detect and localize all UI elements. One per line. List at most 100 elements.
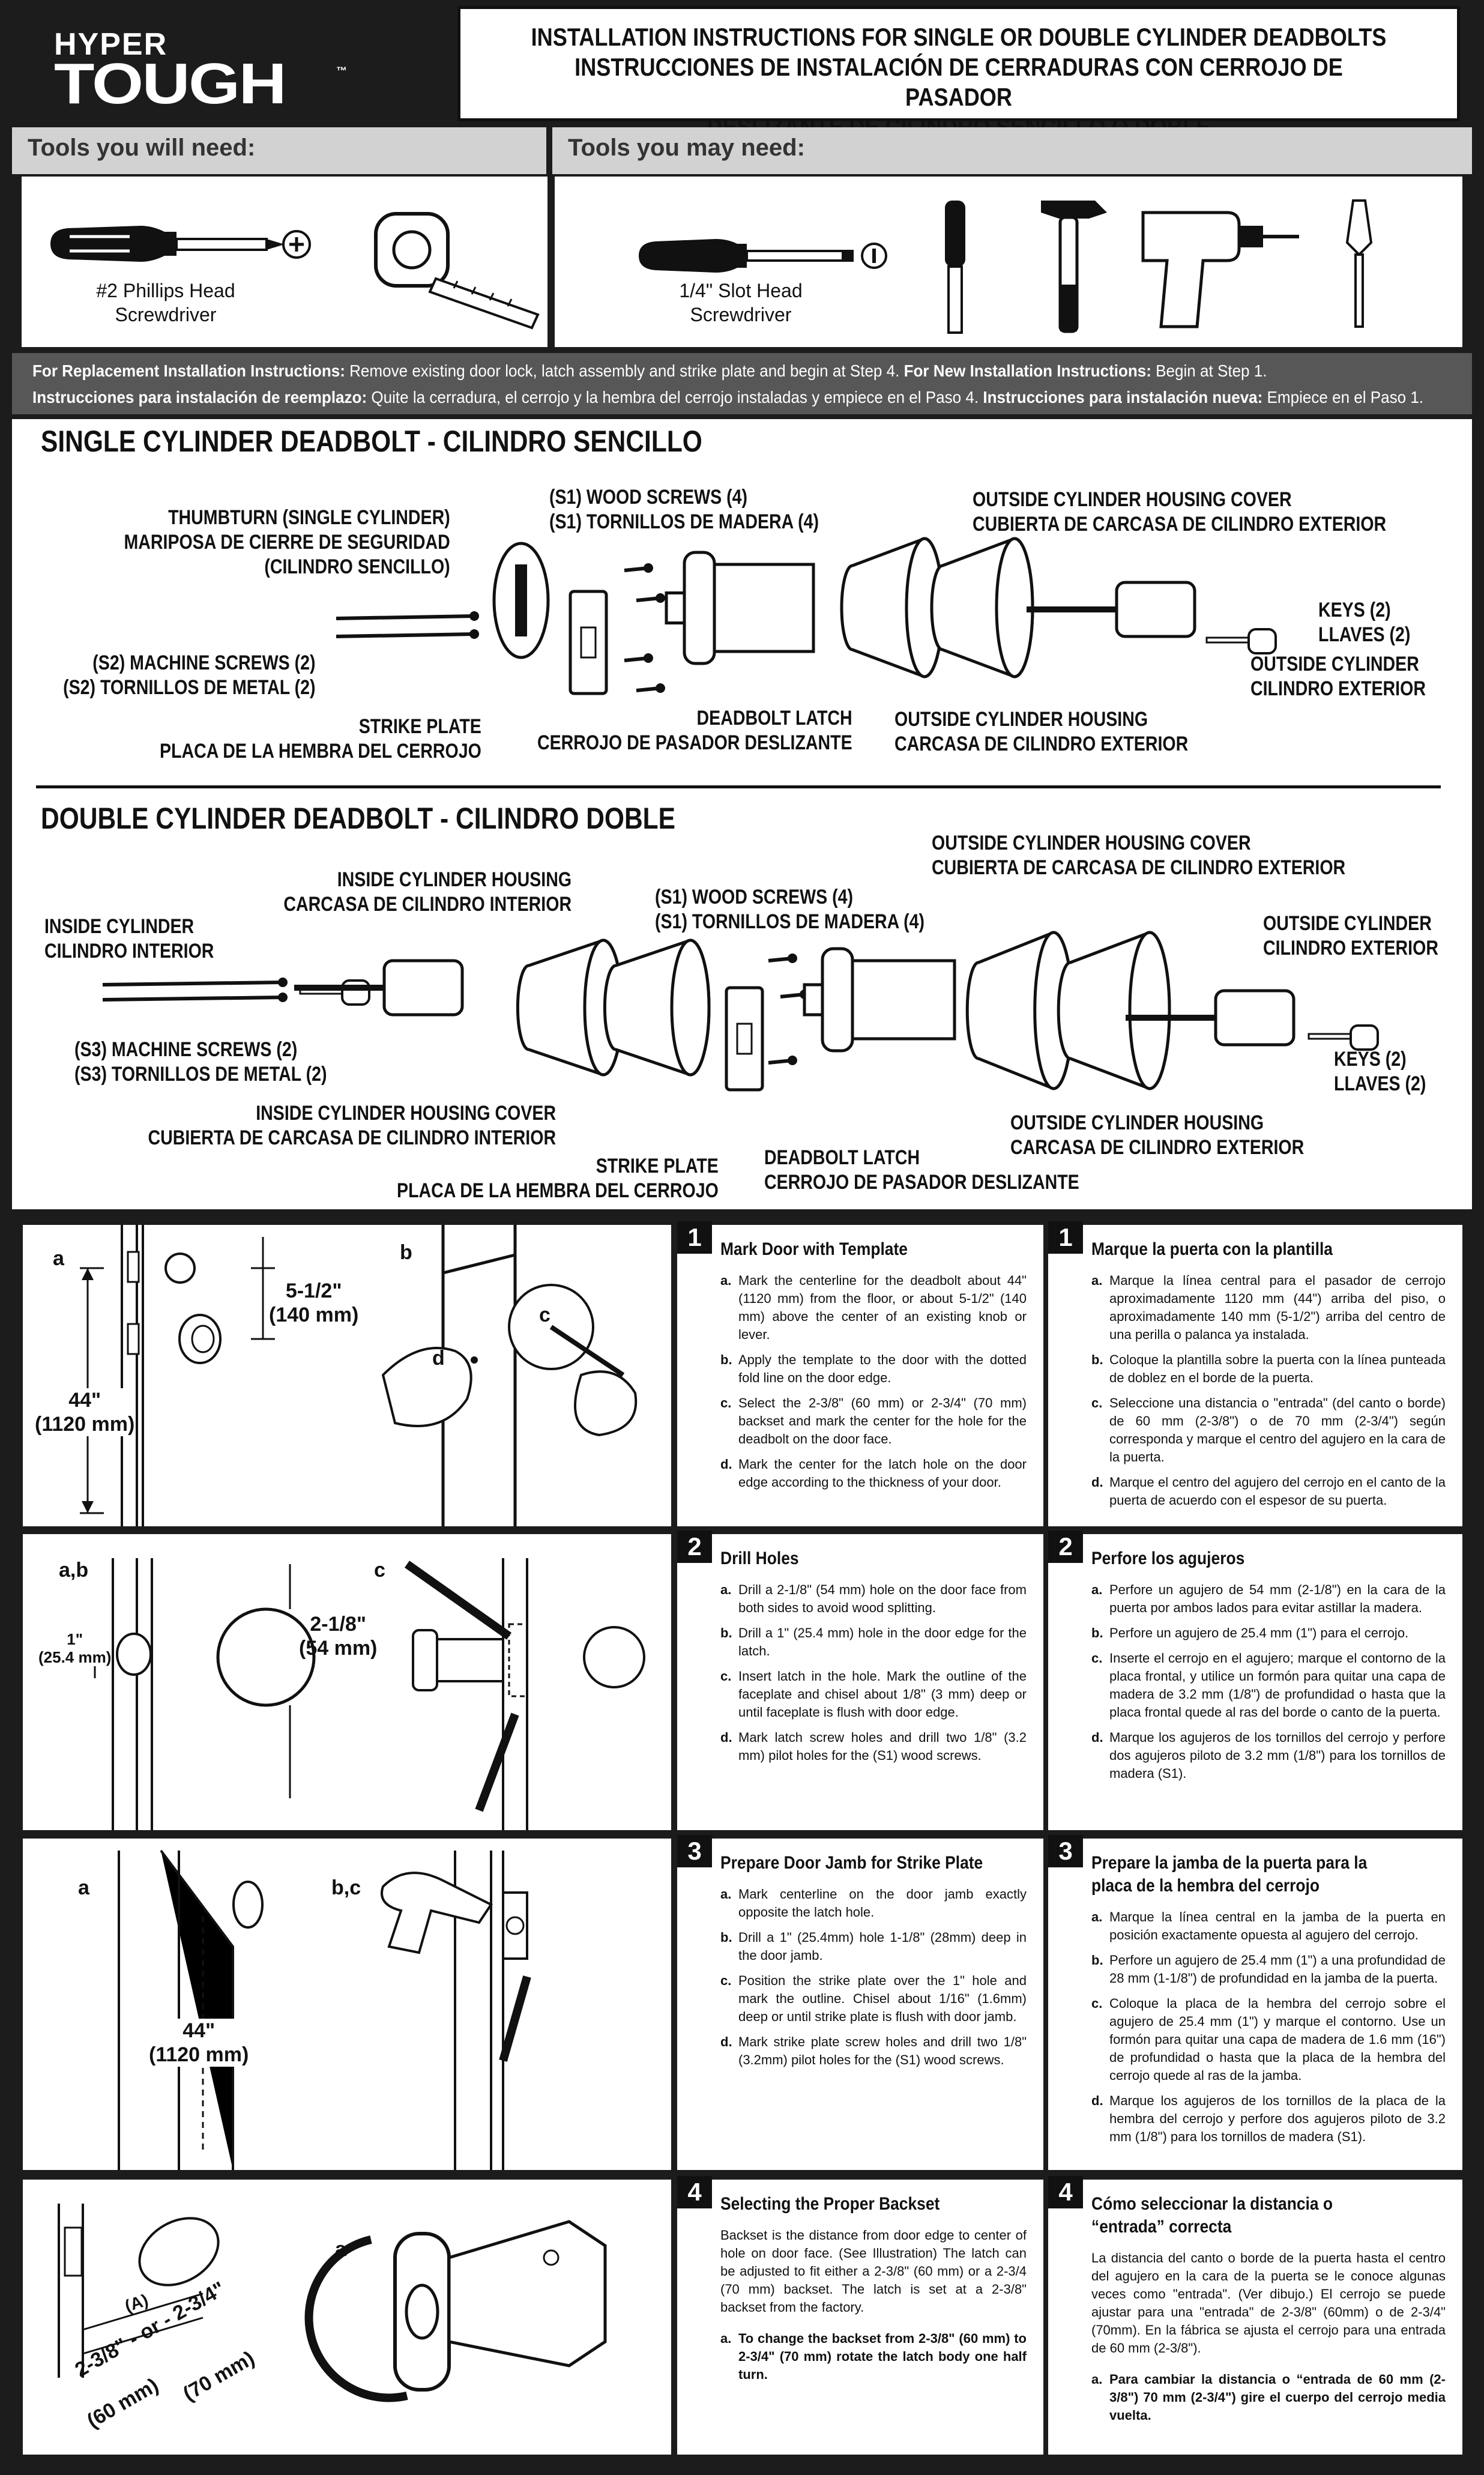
logo-line-2: TOUGH <box>54 52 286 116</box>
label-line: (S3) MACHINE SCREWS (2) <box>74 1038 298 1061</box>
label-line: KEYS (2) <box>1318 599 1391 621</box>
label-line: (CILINDRO SENCILLO) <box>264 555 450 578</box>
notice-text: Empiece en el Paso 1. <box>1262 388 1424 406</box>
item-text: Mark the center for the latch hole on th… <box>738 1457 1027 1490</box>
installation-notice: For Replacement Installation Instruction… <box>12 353 1472 414</box>
step-item: a.Perfore un agujero de 54 mm (2-1/8") e… <box>1091 1581 1446 1617</box>
step-item: a. Marque la línea central para el pasado… <box>1091 1272 1446 1344</box>
label-line: STRIKE PLATE <box>596 1155 719 1177</box>
logo-line-1: HYPER <box>54 27 168 62</box>
item-letter: d. <box>720 1457 732 1472</box>
label-line: CARCASA DE CILINDRO EXTERIOR <box>1010 1136 1305 1159</box>
key-icon-bow <box>341 979 370 1006</box>
slot-tip-icon <box>861 243 887 269</box>
step-item: b.Apply the template to the door with th… <box>720 1351 1027 1387</box>
step-items: a.To change the backset from 2-3/8" (60 … <box>720 2330 1027 2384</box>
step-1-figure: a b c d 5-1/2"(140 mm) 44"(1120 mm) <box>23 1225 671 1526</box>
notice-english: For Replacement Installation Instruction… <box>32 358 1353 384</box>
tools-may-need-header: Tools you may need: <box>552 127 1472 174</box>
item-text: Para cambiar la distancia o “entrada de … <box>1109 2372 1446 2423</box>
item-letter: d. <box>1091 1475 1103 1490</box>
label-line: (S2) TORNILLOS DE METAL (2) <box>63 676 316 699</box>
item-letter: a. <box>1091 1909 1103 1924</box>
item-text: Perfore un agujero de 54 mm (2-1/8") en … <box>1109 1582 1446 1615</box>
label-line: CERROJO DE PASADOR DESLIZANTE <box>537 731 852 754</box>
step-text: Prepare la jamba de la puerta para la pl… <box>1091 1852 1446 2153</box>
figure-label-c: c <box>374 1559 385 1582</box>
label-line: THUMBTURN (SINGLE CYLINDER) <box>168 506 450 529</box>
tools-needed-illustration <box>50 212 540 330</box>
item-text: Drill a 1" (25.4mm) hole 1-1/8" (28mm) d… <box>738 1930 1027 1963</box>
item-letter: c. <box>720 1395 732 1410</box>
step-item: c.Position the strike plate over the 1" … <box>720 1972 1027 2026</box>
hyper-tough-logo: HYPER TOUGH ™ <box>54 27 347 113</box>
item-text: Mark centerline on the door jamb exactly… <box>738 1887 1027 1920</box>
hammer-icon <box>1041 201 1107 333</box>
machine-screw-icon <box>102 996 283 1002</box>
step-number-badge: 1 <box>1048 1221 1083 1254</box>
label-line: OUTSIDE CYLINDER HOUSING <box>1010 1111 1264 1134</box>
item-text: Perfore un agujero de 25.4 mm (1") a una… <box>1109 1953 1446 1986</box>
label-wood-screws: (S1) WOOD SCREWS (4)(S1) TORNILLOS DE MA… <box>549 485 819 534</box>
step-item: d. Mark the center for the latch hole on … <box>720 1455 1027 1491</box>
tools-may-need-panel: 1/4" Slot Head Screwdriver <box>555 177 1462 347</box>
title-line: INSTRUCCIONES DE INSTALACIÓN DE CERRADUR… <box>575 53 1343 111</box>
notice-bold: Instrucciones para instalación nueva: <box>983 388 1263 406</box>
label-line: OUTSIDE CYLINDER HOUSING COVER <box>973 488 1292 511</box>
step-number-badge: 4 <box>1048 2176 1083 2208</box>
item-letter: b. <box>720 1930 732 1945</box>
figure-label-d: d <box>432 1347 445 1370</box>
dim-line: (1120 mm) <box>35 1413 135 1436</box>
item-letter: c. <box>1091 1996 1103 2011</box>
item-letter: a. <box>1091 2372 1103 2387</box>
step-title: Mark Door with Template <box>720 1239 908 1259</box>
step-title: Selecting the Proper Backset <box>720 2194 940 2214</box>
dim-line: (25.4 mm) <box>38 1648 112 1666</box>
label-thumbturn: THUMBTURN (SINGLE CYLINDER)MARIPOSA DE C… <box>124 506 450 579</box>
step-item: d.Mark latch screw holes and drill two 1… <box>720 1729 1027 1765</box>
label-line: INSIDE CYLINDER <box>44 915 195 938</box>
step-item: c.Insert latch in the hole. Mark the out… <box>720 1667 1027 1721</box>
figure-label-b: b <box>400 1241 412 1264</box>
step-text: Cómo seleccionar la distancia o “entrada… <box>1091 2193 1446 2432</box>
drill-holes-illustration <box>94 1558 645 1830</box>
wood-screw-icon-head <box>788 953 797 963</box>
step-item: d.Marque el centro del agujero del cerro… <box>1091 1473 1446 1509</box>
item-text: Marque la línea central en la jamba de l… <box>1109 1909 1446 1942</box>
item-letter: a. <box>1091 1273 1103 1288</box>
step-item: d.Marque los agujeros de los tornillos d… <box>1091 1729 1446 1783</box>
parts-exploded-view <box>102 537 1379 1092</box>
dim-line: 2-1/8" <box>310 1613 366 1636</box>
step-item: a.Drill a 2-1/8" (54 mm) hole on the doo… <box>720 1581 1027 1617</box>
step-items: a. Marque la línea central en la jamba de… <box>1091 1908 1446 2146</box>
notice-bold: For New Installation Instructions: <box>903 361 1151 380</box>
label-line: KEYS (2) <box>1334 1048 1407 1071</box>
label-line: OUTSIDE CYLINDER HOUSING <box>894 708 1148 731</box>
tools-needed-panel: #2 Phillips Head Screwdriver <box>22 177 547 347</box>
item-letter: b. <box>720 1352 732 1367</box>
item-text: Mark latch screw holes and drill two 1/8… <box>738 1730 1027 1763</box>
key-icon <box>1205 636 1250 644</box>
label-line: OUTSIDE CYLINDER <box>1263 912 1432 935</box>
machine-screw-icon <box>336 632 475 638</box>
label-machine-screws: (S3) MACHINE SCREWS (2)(S3) TORNILLOS DE… <box>74 1038 327 1087</box>
wood-screw-icon-head <box>644 563 653 573</box>
tape-measure-icon <box>374 212 540 330</box>
item-text: To change the backset from 2-3/8" (60 mm… <box>738 2331 1027 2382</box>
wood-screw-icon-head <box>644 653 653 663</box>
label-line: MARIPOSA DE CIERRE DE SEGURIDAD <box>124 531 450 554</box>
item-text: Marque la línea central para el pasador … <box>1109 1273 1446 1342</box>
item-text: Drill a 2-1/8" (54 mm) hole on the door … <box>738 1582 1027 1615</box>
dim-line: 44" <box>182 2019 216 2042</box>
caption-line: Screwdriver <box>690 304 792 325</box>
step-title: Prepare Door Jamb for Strike Plate <box>720 1853 983 1873</box>
